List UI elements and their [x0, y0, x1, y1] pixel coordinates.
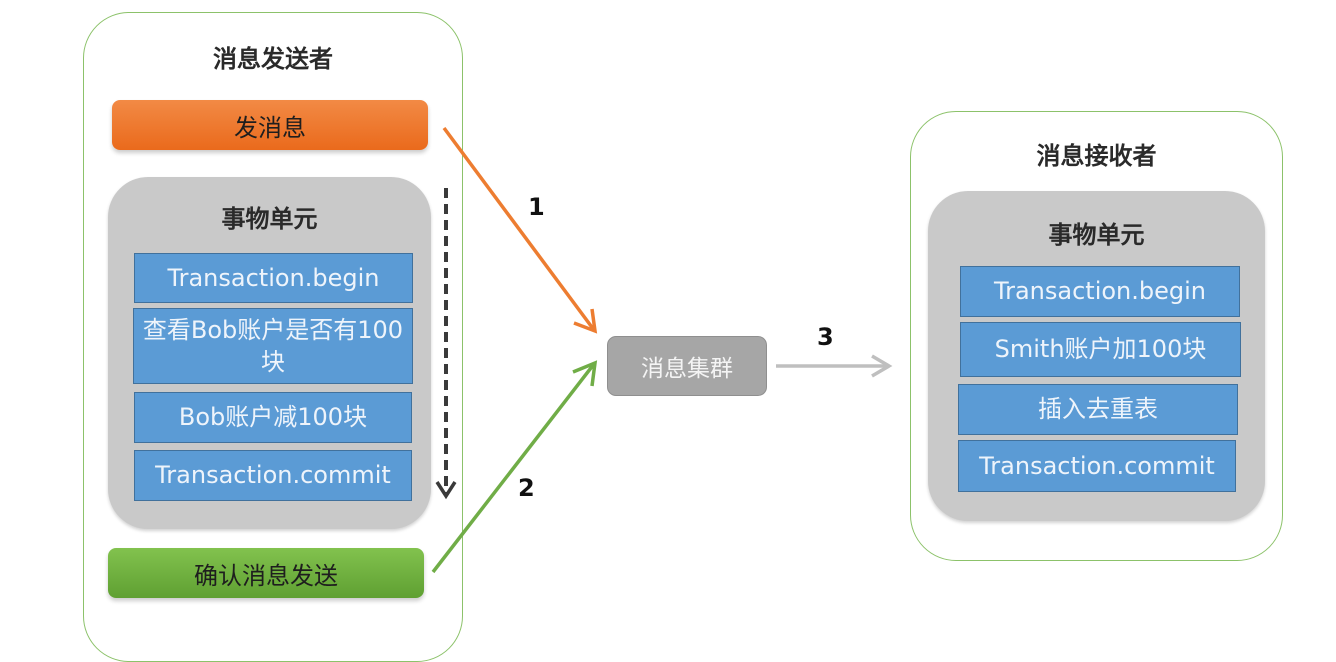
receiver-unit-title: 事物单元 [1048, 221, 1145, 249]
arrows-layer [431, 126, 893, 574]
sender-step-begin: Transaction.begin [134, 253, 413, 303]
send-message-button[interactable]: 发消息 [112, 100, 428, 150]
arrow-2-label: 2 [518, 474, 535, 502]
execution-order-dashed-arrow [435, 188, 457, 500]
arrow-1-orange [442, 126, 598, 334]
receiver-step-commit: Transaction.commit [958, 440, 1236, 492]
sender-step-commit: Transaction.commit [134, 450, 412, 501]
sender-title: 消息发送者 [213, 45, 333, 73]
receiver-title: 消息接收者 [1036, 142, 1157, 170]
arrow-2-green [431, 360, 598, 574]
sender-step-check-balance: 查看Bob账户是否有100块 [133, 308, 413, 384]
receiver-step-begin: Transaction.begin [960, 266, 1240, 317]
sender-unit-title: 事物单元 [221, 205, 318, 233]
arrow-1-label: 1 [528, 193, 545, 221]
receiver-step-dedup: 插入去重表 [958, 384, 1238, 435]
message-cluster: 消息集群 [607, 336, 767, 396]
confirm-send-button[interactable]: 确认消息发送 [108, 548, 424, 598]
sender-step-deduct: Bob账户减100块 [134, 392, 412, 443]
receiver-step-credit: Smith账户加100块 [960, 322, 1241, 377]
arrow-3-gray [776, 354, 893, 378]
arrow-3-label: 3 [817, 323, 834, 351]
